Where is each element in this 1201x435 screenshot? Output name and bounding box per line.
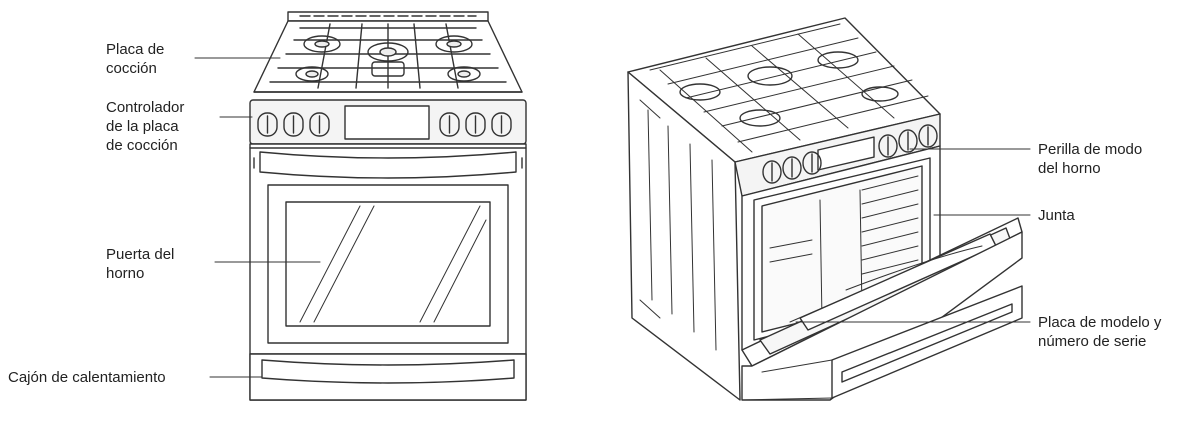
burner-icon xyxy=(304,36,340,52)
burner-icon xyxy=(740,110,780,126)
oven-window xyxy=(286,202,490,326)
knob-icon xyxy=(284,113,303,136)
drawer-handle xyxy=(262,360,514,383)
label-placa-coccion: Placa de cocción xyxy=(106,41,165,77)
label-placa-modelo: Placa de modelo y número de serie xyxy=(1038,314,1162,350)
knob-icon xyxy=(440,113,459,136)
burner-icon xyxy=(436,36,472,52)
cooktop xyxy=(254,21,522,92)
door-handle xyxy=(260,152,516,178)
warming-drawer-3d xyxy=(742,232,1022,400)
knob-icon xyxy=(803,152,821,174)
control-panel-3d xyxy=(735,114,940,196)
leader-lines-right xyxy=(796,149,1030,322)
knob-icon xyxy=(919,125,937,147)
knob-icon xyxy=(466,113,485,136)
burner-icon xyxy=(748,67,792,85)
label-junta: Junta xyxy=(1038,207,1075,224)
drawer-handle-3d xyxy=(842,304,1012,382)
perspective-view-range xyxy=(628,18,1022,400)
side-panel xyxy=(628,72,740,400)
burner-icon xyxy=(862,87,898,101)
label-controlador-placa: Controlador de la placa de cocción xyxy=(106,99,185,154)
knob-icon xyxy=(492,113,511,136)
knob-icon xyxy=(899,130,917,152)
label-cajon-calentamiento: Cajón de calentamiento xyxy=(8,369,166,386)
knob-icon xyxy=(879,135,897,157)
burner-icon xyxy=(448,67,480,81)
oven-door xyxy=(250,152,526,354)
knob-icon xyxy=(258,113,277,136)
burner-icon xyxy=(818,52,858,68)
label-puerta-horno: Puerta del horno xyxy=(106,246,175,282)
front-view-range xyxy=(250,12,526,400)
label-perilla-modo: Perilla de modo del horno xyxy=(1038,141,1143,177)
display-panel-3d xyxy=(818,137,874,170)
warming-drawer xyxy=(250,354,526,400)
burner-icon xyxy=(296,67,328,81)
leader-lines-left xyxy=(195,58,320,377)
knob-icon xyxy=(783,157,801,179)
burner-icon xyxy=(680,84,720,100)
burner-icon xyxy=(368,43,408,61)
control-panel xyxy=(250,100,526,144)
knob-icon xyxy=(763,161,781,183)
knob-icon xyxy=(310,113,329,136)
display-panel xyxy=(345,106,429,139)
